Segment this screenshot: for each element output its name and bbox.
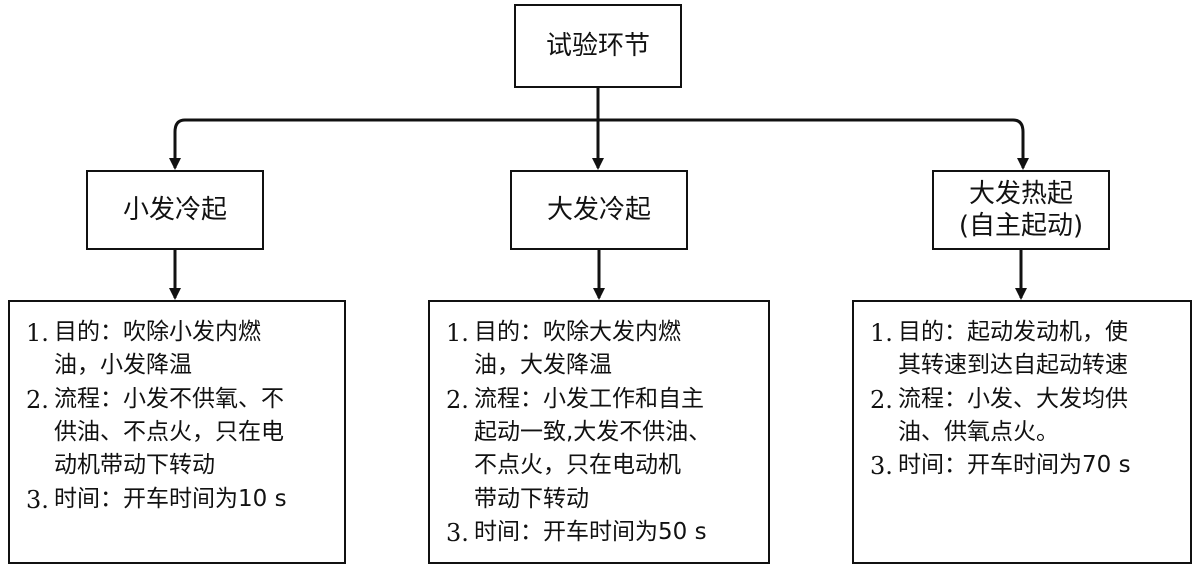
detail-item-time: 3. 时间：开车时间为50 s (446, 516, 752, 551)
item-line: 供油、不点火，只在电 (54, 419, 284, 446)
item-text: 目的：起动发动机，使 其转速到达自起动转速 (898, 316, 1174, 383)
phase-title-line: 小发冷起 (122, 194, 227, 225)
item-text: 目的：吹除大发内燃 油，大发降温 (474, 316, 752, 383)
item-number: 1. (446, 319, 469, 347)
detail-item-time: 3. 时间：开车时间为10 s (26, 483, 328, 518)
item-number: 3. (446, 519, 469, 548)
item-line: 不点火，只在电动机 (474, 452, 681, 479)
detail-item-time: 3. 时间：开车时间为70 s (870, 449, 1174, 484)
root-to-left-connector (169, 118, 186, 170)
item-text: 流程：小发、大发均供 油、供氧点火。 (898, 383, 1174, 450)
detail-item-purpose: 1. 目的：起动发动机，使 其转速到达自起动转速 (870, 316, 1174, 383)
detail-item-process: 2. 流程：小发、大发均供 油、供氧点火。 (870, 383, 1174, 450)
item-line: 时间：开车时间为50 s (474, 519, 707, 546)
item-number: 2. (870, 385, 893, 414)
item-line: 动机带动下转动 (54, 452, 215, 479)
item-line: 流程：小发不供氧、不 (54, 385, 284, 412)
item-number: 2. (26, 385, 49, 414)
phase-node-large-engine-cold-start: 大发冷起 (510, 170, 688, 250)
phase-title-line: 大发冷起 (546, 194, 651, 225)
item-number: 1. (870, 319, 893, 347)
item-line: 起动一致,大发不供油、 (474, 419, 712, 446)
phase-title-line: 大发热起 (968, 178, 1073, 209)
root-to-right-connector (1012, 118, 1029, 170)
item-text: 流程：小发不供氧、不 供油、不点火，只在电 动机带动下转动 (54, 383, 328, 483)
item-text: 时间：开车时间为70 s (898, 449, 1174, 482)
item-line: 油，大发降温 (474, 352, 612, 379)
item-line: 流程：小发工作和自主 (474, 385, 704, 412)
item-number: 3. (26, 485, 49, 514)
phase-node-large-engine-hot-start: 大发热起 (自主起动) (932, 170, 1110, 250)
item-text: 流程：小发工作和自主 起动一致,大发不供油、 不点火，只在电动机 带动下转动 (474, 383, 752, 516)
item-line: 目的：起动发动机，使 (898, 319, 1128, 345)
item-line: 其转速到达自起动转速 (898, 352, 1128, 379)
item-number: 1. (26, 319, 49, 347)
detail-item-purpose: 1. 目的：吹除小发内燃 油，小发降温 (26, 316, 328, 383)
root-node: 试验环节 (514, 4, 682, 88)
item-text: 时间：开车时间为10 s (54, 483, 328, 516)
item-line: 油、供氧点火。 (898, 419, 1059, 446)
item-line: 带动下转动 (474, 485, 589, 512)
root-label: 试验环节 (545, 30, 650, 61)
detail-item-process: 2. 流程：小发不供氧、不 供油、不点火，只在电 动机带动下转动 (26, 383, 328, 483)
item-line: 时间：开车时间为70 s (898, 452, 1131, 479)
phase-node-small-engine-cold-start: 小发冷起 (86, 170, 264, 250)
item-number: 2. (446, 385, 469, 414)
item-line: 油，小发降温 (54, 352, 192, 379)
phase-detail-box-large-engine-hot-start: 1. 目的：起动发动机，使 其转速到达自起动转速 2. 流程：小发、大发均供 油… (852, 300, 1192, 564)
item-number: 3. (870, 452, 893, 481)
item-text: 目的：吹除小发内燃 油，小发降温 (54, 316, 328, 383)
phase-detail-box-large-engine-cold-start: 1. 目的：吹除大发内燃 油，大发降温 2. 流程：小发工作和自主 起动一致,大… (428, 300, 770, 564)
phase-detail-box-small-engine-cold-start: 1. 目的：吹除小发内燃 油，小发降温 2. 流程：小发不供氧、不 供油、不点火… (8, 300, 346, 564)
item-line: 目的：吹除大发内燃 (474, 319, 681, 345)
item-line: 时间：开车时间为10 s (54, 485, 287, 512)
detail-item-process: 2. 流程：小发工作和自主 起动一致,大发不供油、 不点火，只在电动机 带动下转… (446, 383, 752, 516)
phase-title-subline: (自主起动) (958, 211, 1084, 241)
item-line: 流程：小发、大发均供 (898, 385, 1128, 412)
detail-item-purpose: 1. 目的：吹除大发内燃 油，大发降温 (446, 316, 752, 383)
item-text: 时间：开车时间为50 s (474, 516, 752, 549)
item-line: 目的：吹除小发内燃 (54, 319, 261, 345)
